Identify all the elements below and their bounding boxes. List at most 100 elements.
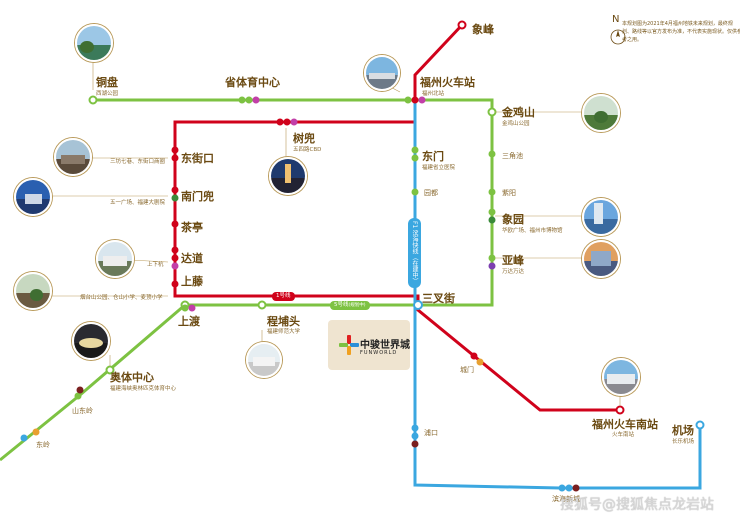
badge-shengti [238, 96, 260, 104]
station-sub-xiangyuan: 华欧广场、福州市博物馆 [502, 228, 563, 234]
station-sub-fuzhou-station: 福州北站 [422, 91, 445, 97]
landmark-photo-jinjishan [582, 94, 620, 132]
station-sub-dongmen: 福建省立医院 [422, 165, 456, 171]
station-label-aoti[interactable]: 奥体中心 [110, 371, 154, 384]
station-label-jinjishan[interactable]: 金鸡山 [502, 106, 535, 119]
funworld-logo-cn: 中骏世界城 [360, 340, 410, 351]
landmark-photo-yantaishan [14, 272, 52, 310]
landmark-photo-sanfang [54, 138, 92, 176]
badge-sanjiaochi [488, 150, 496, 158]
landmark-photo-shangxiahang [96, 240, 134, 278]
station-sub-dongjiekou: 三坊七巷、东街口商圈 [110, 159, 166, 165]
line-2-route [93, 98, 494, 307]
station-label-fuzhou-station[interactable]: 福州火车站 [420, 76, 475, 89]
station-label-xiangyuan[interactable]: 象园 [502, 213, 524, 226]
station-label-dongjiekou[interactable]: 东街口 [181, 152, 214, 165]
station-label-shudou[interactable]: 树兜 [293, 132, 315, 145]
station-label-dongmen[interactable]: 东门 [422, 150, 444, 163]
badge-chating [171, 220, 179, 228]
station-sub-jichang: 长乐机场 [672, 439, 695, 445]
station-label-yafeng[interactable]: 亚峰 [502, 254, 524, 267]
station-sub-chengpu: 福建师范大学 [267, 329, 301, 335]
station-dot-xiangfeng[interactable] [457, 20, 467, 30]
compass-letter: N [612, 14, 620, 25]
landmark-photo-xihu [75, 24, 113, 62]
badge-ziyang [488, 188, 496, 196]
badge-dongjiekou [171, 146, 179, 162]
station-dot-jichang[interactable] [695, 420, 705, 430]
badge-nanmendou [171, 186, 179, 202]
station-sub-tongpan: 西湖公园 [96, 91, 119, 97]
badge-xiangyuan [488, 208, 496, 224]
landmark-photo-wanda [582, 240, 620, 278]
station-sub-dadao: 上下杭 [147, 262, 164, 268]
station-label-shandongling[interactable]: 山东岭 [72, 407, 93, 415]
landmark-photo-olympic-center [72, 322, 110, 360]
landmark-photo-fuzhou-station [364, 55, 400, 91]
badge-dongling [20, 428, 40, 442]
station-label-jichang[interactable]: 机场 [672, 424, 694, 437]
station-label-pukou[interactable]: 浦口 [424, 429, 438, 437]
compass-icon: N [608, 14, 628, 48]
badge-shandongling [74, 386, 84, 400]
line-5-route [0, 303, 420, 462]
line-1-tag: 1号线 [272, 292, 295, 301]
station-sub-fuzhou-south: 火车南站 [612, 432, 635, 438]
line-1-route [173, 23, 620, 412]
badge-dadao [171, 246, 179, 270]
badge-dongmen [411, 146, 419, 162]
station-label-shangdu[interactable]: 上渡 [178, 315, 200, 328]
station-label-shangteng[interactable]: 上藤 [181, 275, 203, 288]
badge-pukou [411, 424, 419, 448]
station-label-cidu[interactable]: 园都 [424, 189, 438, 197]
badge-fuzhou-station [404, 96, 426, 104]
line-5-label: 5号线 [334, 302, 349, 308]
station-dot-fuzhou-south[interactable] [615, 405, 625, 415]
station-sub-aoti: 福建海峡奥林匹克体育中心 [110, 386, 177, 392]
station-sub-jinjishan: 金鸡山公园 [502, 121, 530, 127]
landmark-photo-normal-university [246, 342, 282, 378]
station-label-binhai[interactable]: 滨海新城 [552, 495, 580, 503]
funworld-logo-icon [339, 335, 359, 355]
badge-yafeng [488, 254, 496, 270]
landmark-photo-south-station [602, 358, 640, 396]
funworld-logo[interactable]: 中骏世界城 FUNWORLD [328, 320, 410, 370]
funworld-logo-en: FUNWORLD [360, 350, 398, 356]
station-dot-sanchajie[interactable] [413, 300, 423, 310]
station-label-nanmendou[interactable]: 南门兜 [181, 190, 214, 203]
station-label-shengti[interactable]: 省体育中心 [225, 76, 280, 89]
badge-chengmen [470, 352, 484, 366]
station-sub-nanmendou: 五一广场、福建大剧院 [110, 200, 166, 206]
landmark-photo-museum [582, 198, 620, 236]
watermark-text: 搜狐号@搜狐焦点龙岩站 [560, 497, 714, 513]
line-5-tag: 5号线(规划中) [330, 301, 370, 310]
badge-shangdu [181, 304, 196, 312]
station-label-ziyang[interactable]: 紫阳 [502, 189, 516, 197]
station-label-xiangfeng[interactable]: 象峰 [472, 23, 494, 36]
disclaimer-note: 本规划图为2021年4月福州地铁未来规划，最终规划、路线等以官方发布为准，不代表… [622, 21, 740, 43]
station-label-chengpu[interactable]: 程埔头 [267, 315, 300, 328]
station-sub-yafeng: 万达万达 [502, 269, 525, 275]
station-label-chating[interactable]: 茶亭 [181, 221, 203, 234]
badge-binhai [558, 484, 580, 492]
station-dot-jinjishan[interactable] [487, 107, 497, 117]
badge-shudou [276, 118, 298, 126]
station-label-dadao[interactable]: 达道 [181, 252, 203, 265]
station-label-chengmen[interactable]: 城门 [460, 366, 474, 374]
station-dot-aoti[interactable] [105, 365, 115, 375]
station-label-tongpan[interactable]: 铜盘 [96, 76, 118, 89]
station-label-sanjiaochi[interactable]: 三角池 [502, 152, 523, 160]
station-label-dongling[interactable]: 东岭 [36, 441, 50, 449]
landmark-photo-wuyi-square [14, 178, 52, 216]
station-dot-chengpu[interactable] [257, 300, 267, 310]
line-f1-tag: F1 滨海快线（在建中） [408, 218, 421, 288]
station-sub-shangteng: 烟台山公园、仓山小学、麦顶小学 [80, 295, 163, 301]
station-label-sanchajie[interactable]: 三叉街 [422, 292, 455, 305]
station-sub-shudou: 五四路CBD [293, 147, 322, 153]
line-5-sublabel: (规划中) [348, 303, 366, 308]
landmark-photo-wusi-cbd [269, 157, 307, 195]
badge-shangteng [171, 280, 179, 288]
station-dot-tongpan[interactable] [88, 95, 98, 105]
station-label-fuzhou-south[interactable]: 福州火车南站 [592, 418, 658, 431]
